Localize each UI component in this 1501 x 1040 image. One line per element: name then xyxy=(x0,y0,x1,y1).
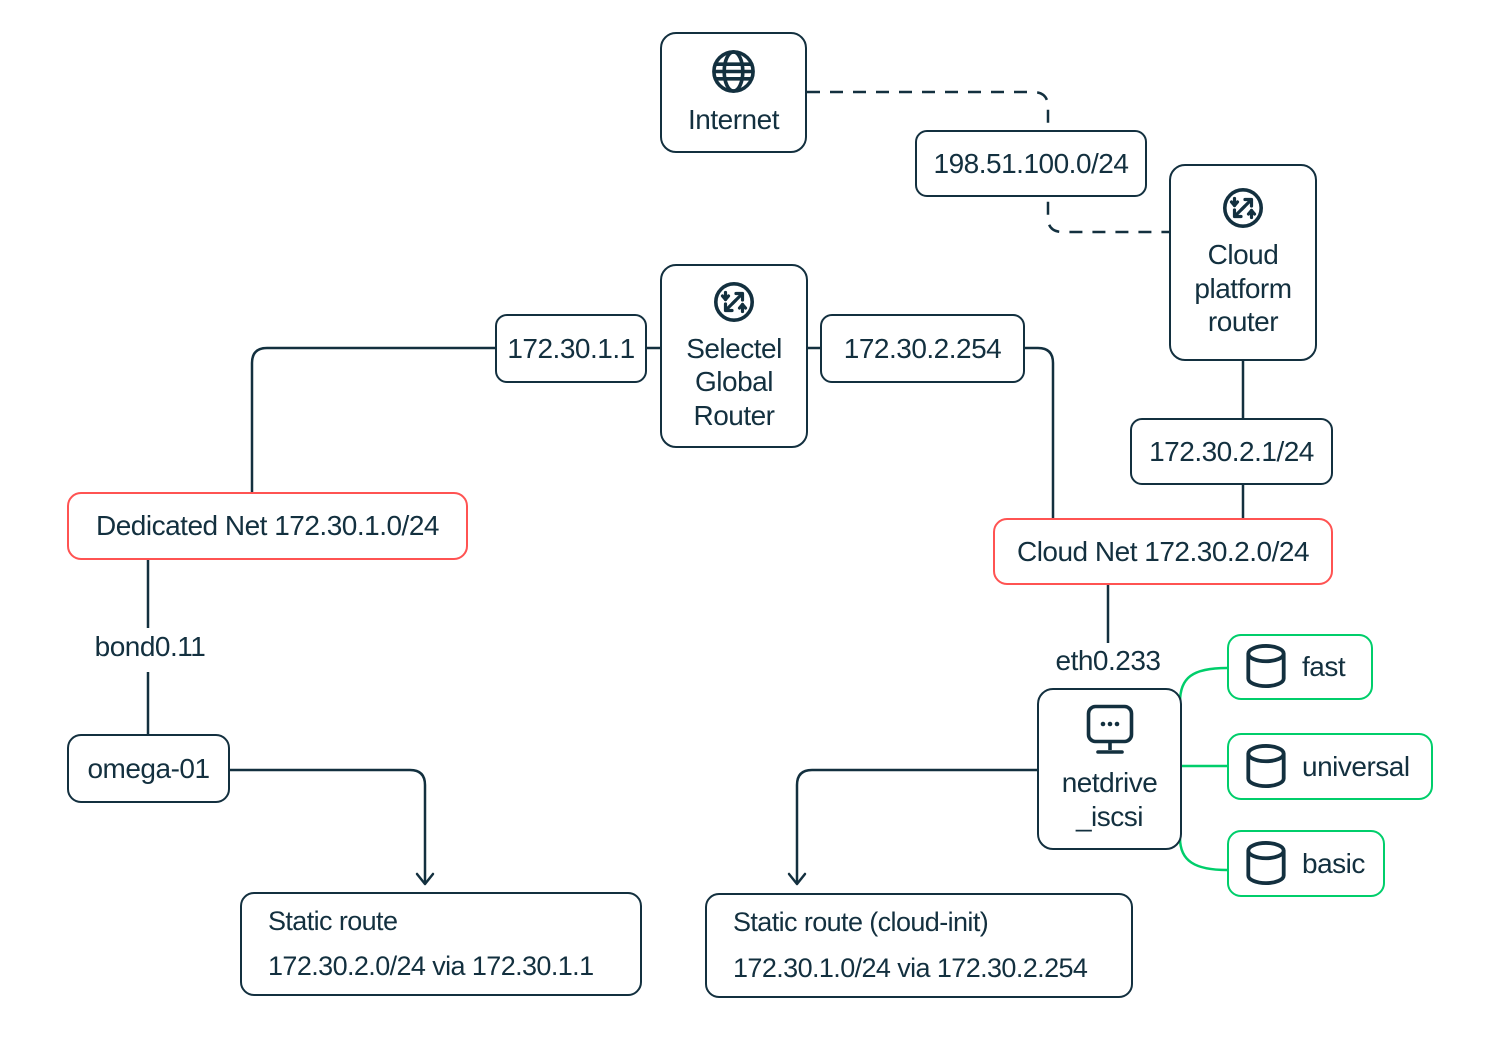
cloud-platform-router-node: Cloud platform router xyxy=(1169,164,1317,361)
internet-node: Internet xyxy=(660,32,807,153)
omega-01-label: omega-01 xyxy=(87,752,210,784)
selectel-global-router-node: Selectel Global Router xyxy=(660,264,808,448)
omega-to-static-route-arrow xyxy=(230,768,427,884)
router-icon xyxy=(1221,186,1265,230)
selectel-global-router-label-line2: Global xyxy=(695,366,773,398)
volume-basic-label: basic xyxy=(1302,847,1365,879)
selectel-global-router-label-line1: Selectel xyxy=(686,332,782,364)
cloud-router-ip-label: 172.30.2.1/24 xyxy=(1149,435,1314,467)
netdrive-label-line2: _iscsi xyxy=(1075,801,1144,832)
static-route-cloud-init-value: 172.30.1.0/24 via 172.30.2.254 xyxy=(733,952,1088,983)
volume-universal-label: universal xyxy=(1302,750,1410,782)
static-route-box: Static route 172.30.2.0/24 via 172.30.1.… xyxy=(240,892,642,996)
internet-label: Internet xyxy=(688,104,779,136)
global-router-left-ip-label: 172.30.1.1 xyxy=(507,332,635,364)
omega-01-server-node: omega-01 xyxy=(67,734,230,803)
globe-icon xyxy=(710,48,757,95)
dedicated-net-label: Dedicated Net 172.30.1.0/24 xyxy=(96,510,439,542)
selectel-global-router-label-line3: Router xyxy=(693,399,775,431)
monitor-icon xyxy=(1086,704,1134,758)
cloud-platform-router-label-line2: platform xyxy=(1194,272,1292,304)
volume-fast-node: fast xyxy=(1227,634,1373,700)
cloud-router-ip-box: 172.30.2.1/24 xyxy=(1130,418,1333,485)
public-subnet-label: 198.51.100.0/24 xyxy=(933,147,1129,179)
volume-basic-node: basic xyxy=(1227,830,1385,897)
public-subnet-box: 198.51.100.0/24 xyxy=(915,130,1147,197)
global-router-left-ip-box: 172.30.1.1 xyxy=(495,314,647,383)
netdrive-label-line1: netdrive xyxy=(1061,767,1158,799)
netdrive-to-fast-link xyxy=(1178,666,1228,703)
bond0-11-interface-label: bond0.11 xyxy=(94,631,206,662)
netdrive-to-basic-link xyxy=(1178,837,1228,872)
database-icon xyxy=(1244,840,1288,888)
global-router-right-ip-label: 172.30.2.254 xyxy=(843,332,1002,364)
arrowhead xyxy=(415,872,435,886)
arrowhead xyxy=(787,872,807,886)
database-icon xyxy=(1244,643,1288,691)
cloud-net-label: Cloud Net 172.30.2.0/24 xyxy=(1016,535,1310,567)
cloud-platform-router-label-line1: Cloud xyxy=(1207,239,1279,271)
static-route-title: Static route xyxy=(268,905,398,936)
database-icon xyxy=(1244,743,1288,791)
static-route-cloud-init-box: Static route (cloud-init) 172.30.1.0/24 … xyxy=(705,893,1133,998)
global-router-right-ip-box: 172.30.2.254 xyxy=(820,314,1025,383)
static-route-cloud-init-title: Static route (cloud-init) xyxy=(733,907,989,938)
netdrive-to-static-route-arrow xyxy=(795,768,1037,884)
volume-universal-node: universal xyxy=(1227,733,1433,800)
cloud-platform-router-label-line3: router xyxy=(1207,306,1279,338)
static-route-value: 172.30.2.0/24 via 172.30.1.1 xyxy=(268,951,594,981)
cloud-net-box: Cloud Net 172.30.2.0/24 xyxy=(993,518,1333,585)
volume-fast-label: fast xyxy=(1302,651,1346,683)
dedicated-net-to-cloud-net-link xyxy=(250,346,1055,518)
dedicated-net-box: Dedicated Net 172.30.1.0/24 xyxy=(67,492,468,560)
eth0-233-interface-label: eth0.233 xyxy=(1055,645,1162,676)
netdrive-iscsi-server-node: netdrive _iscsi xyxy=(1037,688,1182,850)
router-icon xyxy=(712,280,756,324)
